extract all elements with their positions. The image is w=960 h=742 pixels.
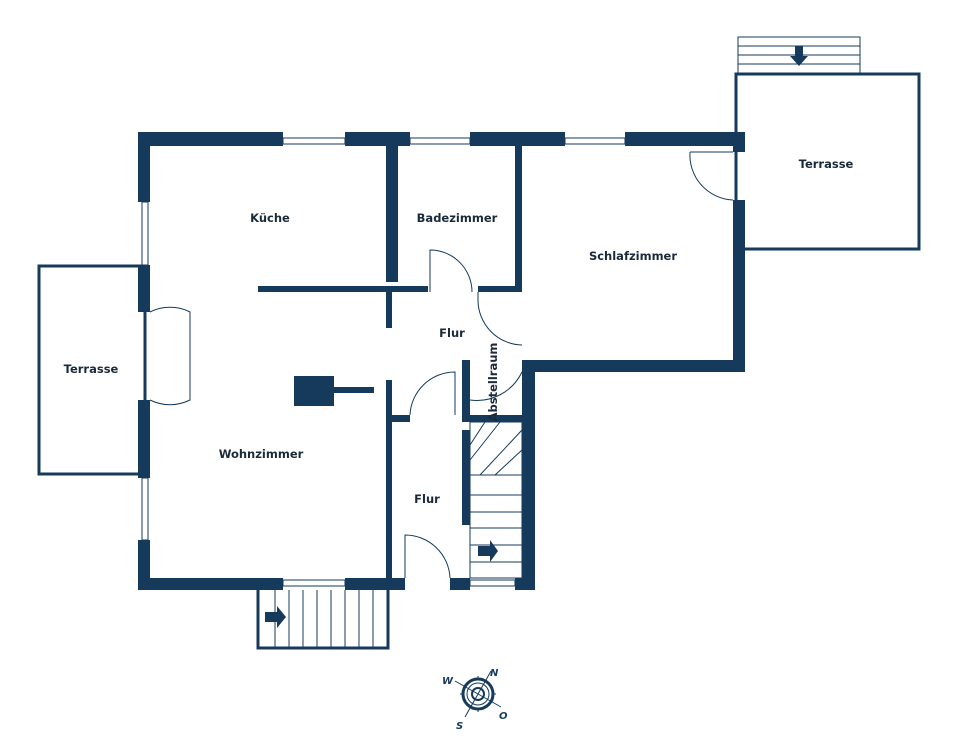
doors	[149, 151, 734, 579]
room-label-flur-lower: Flur	[414, 492, 440, 506]
room-label-flur-upper: Flur	[439, 326, 465, 340]
room-labels: Küche Badezimmer Schlafzimmer Terrasse T…	[64, 157, 854, 506]
terrace-left	[37, 264, 147, 476]
arrow-icon	[265, 606, 286, 628]
walls	[138, 132, 745, 590]
compass-w: W	[442, 676, 454, 687]
terrace-right	[734, 36, 921, 251]
room-label-schlafzimmer: Schlafzimmer	[589, 249, 677, 263]
room-label-badezimmer: Badezimmer	[417, 211, 498, 225]
compass-n: N	[490, 668, 499, 679]
compass-icon: N O S W	[442, 668, 508, 732]
compass-s: S	[456, 721, 463, 732]
compass-o: O	[499, 711, 508, 722]
room-label-kueche: Küche	[250, 211, 290, 225]
stairs-entrance	[256, 590, 390, 650]
arrow-icon	[478, 540, 498, 562]
room-label-terrasse-right: Terrasse	[799, 157, 854, 171]
room-label-abstellraum: Abstellraum	[486, 343, 500, 422]
room-label-terrasse-left: Terrasse	[64, 362, 119, 376]
stairs-interior	[469, 421, 523, 579]
arrow-icon	[790, 46, 808, 66]
room-label-wohnzimmer: Wohnzimmer	[219, 447, 304, 461]
